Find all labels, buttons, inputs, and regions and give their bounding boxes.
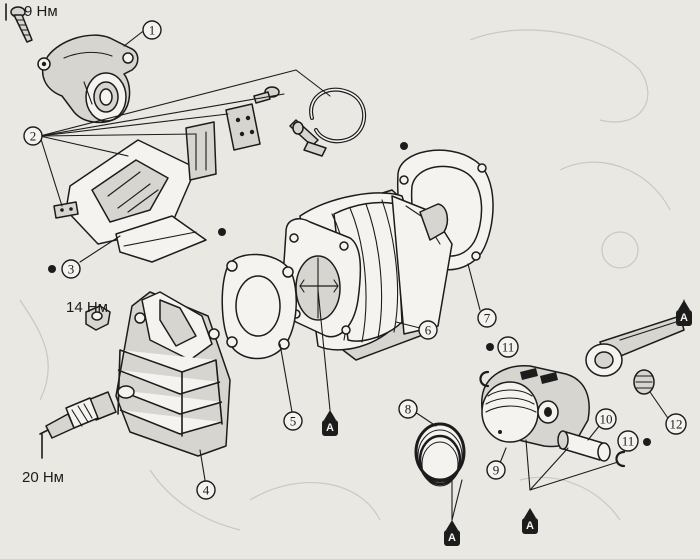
callout-3: 3 bbox=[61, 259, 81, 279]
callout-number: 11 bbox=[622, 434, 635, 449]
callout-number: 12 bbox=[670, 417, 683, 432]
callout-11-upper: 11 bbox=[497, 336, 519, 358]
callout-number: 11 bbox=[502, 340, 515, 355]
torque-label-9nm: 9 Нм bbox=[24, 3, 58, 20]
lube-label: A bbox=[526, 520, 534, 532]
callout-2: 2 bbox=[23, 126, 43, 146]
background-ghost-marks bbox=[19, 29, 671, 531]
callout-number: 5 bbox=[290, 414, 297, 429]
lube-marker-rings: A bbox=[444, 520, 460, 546]
part-piston-pin bbox=[557, 430, 611, 462]
part-circlip-lower bbox=[615, 450, 626, 468]
part-reed-valve bbox=[53, 86, 280, 263]
callout-number: 1 bbox=[149, 23, 156, 38]
callout-number: 10 bbox=[600, 412, 613, 427]
part-head-nut bbox=[85, 305, 111, 331]
part-head-gasket bbox=[221, 253, 297, 360]
lube-marker-piston: A bbox=[522, 508, 538, 534]
part-piston bbox=[481, 365, 590, 448]
torque-label-20nm: 20 Нм bbox=[22, 469, 64, 486]
part-small-end-bearing bbox=[633, 369, 655, 395]
lube-marker-conrod: A bbox=[676, 300, 692, 326]
callout-9: 9 bbox=[486, 460, 506, 480]
part-intake-manifold bbox=[37, 34, 139, 124]
callout-4: 4 bbox=[196, 480, 216, 500]
callout-10: 10 bbox=[595, 408, 617, 430]
callout-8: 8 bbox=[398, 399, 418, 419]
replace-dot-5 bbox=[218, 228, 226, 236]
part-hose-clamp bbox=[289, 87, 367, 157]
part-spark-plug bbox=[39, 391, 117, 439]
lube-marker-cylinder: A bbox=[322, 410, 338, 436]
lube-label: A bbox=[326, 422, 334, 434]
replace-dot-11b bbox=[643, 438, 651, 446]
callout-5: 5 bbox=[283, 411, 303, 431]
callout-number: 9 bbox=[493, 463, 500, 478]
replace-dot-11a bbox=[486, 343, 494, 351]
callout-number: 4 bbox=[203, 483, 210, 498]
part-cylinder-head bbox=[115, 291, 231, 457]
callout-11-lower: 11 bbox=[617, 430, 639, 452]
callout-1: 1 bbox=[142, 20, 162, 40]
part-piston-rings bbox=[414, 422, 466, 487]
callout-12: 12 bbox=[665, 413, 687, 435]
callout-number: 2 bbox=[30, 129, 37, 144]
replace-dot-7 bbox=[400, 142, 408, 150]
lube-label: A bbox=[448, 532, 456, 544]
callout-7: 7 bbox=[477, 308, 497, 328]
part-circlip-upper bbox=[479, 370, 490, 388]
lube-label: A bbox=[680, 312, 688, 324]
part-cylinder bbox=[282, 189, 453, 361]
callout-number: 6 bbox=[425, 323, 432, 338]
replace-dot-3 bbox=[48, 265, 56, 273]
callout-number: 8 bbox=[405, 402, 412, 417]
part-connecting-rod bbox=[585, 315, 685, 377]
callout-number: 7 bbox=[484, 311, 491, 326]
callout-2-leaders bbox=[39, 69, 331, 207]
bolt-top bbox=[10, 6, 33, 43]
callout-6: 6 bbox=[418, 320, 438, 340]
torque-label-14nm: 14 Нм bbox=[66, 299, 108, 316]
callout-number: 3 bbox=[68, 262, 75, 277]
